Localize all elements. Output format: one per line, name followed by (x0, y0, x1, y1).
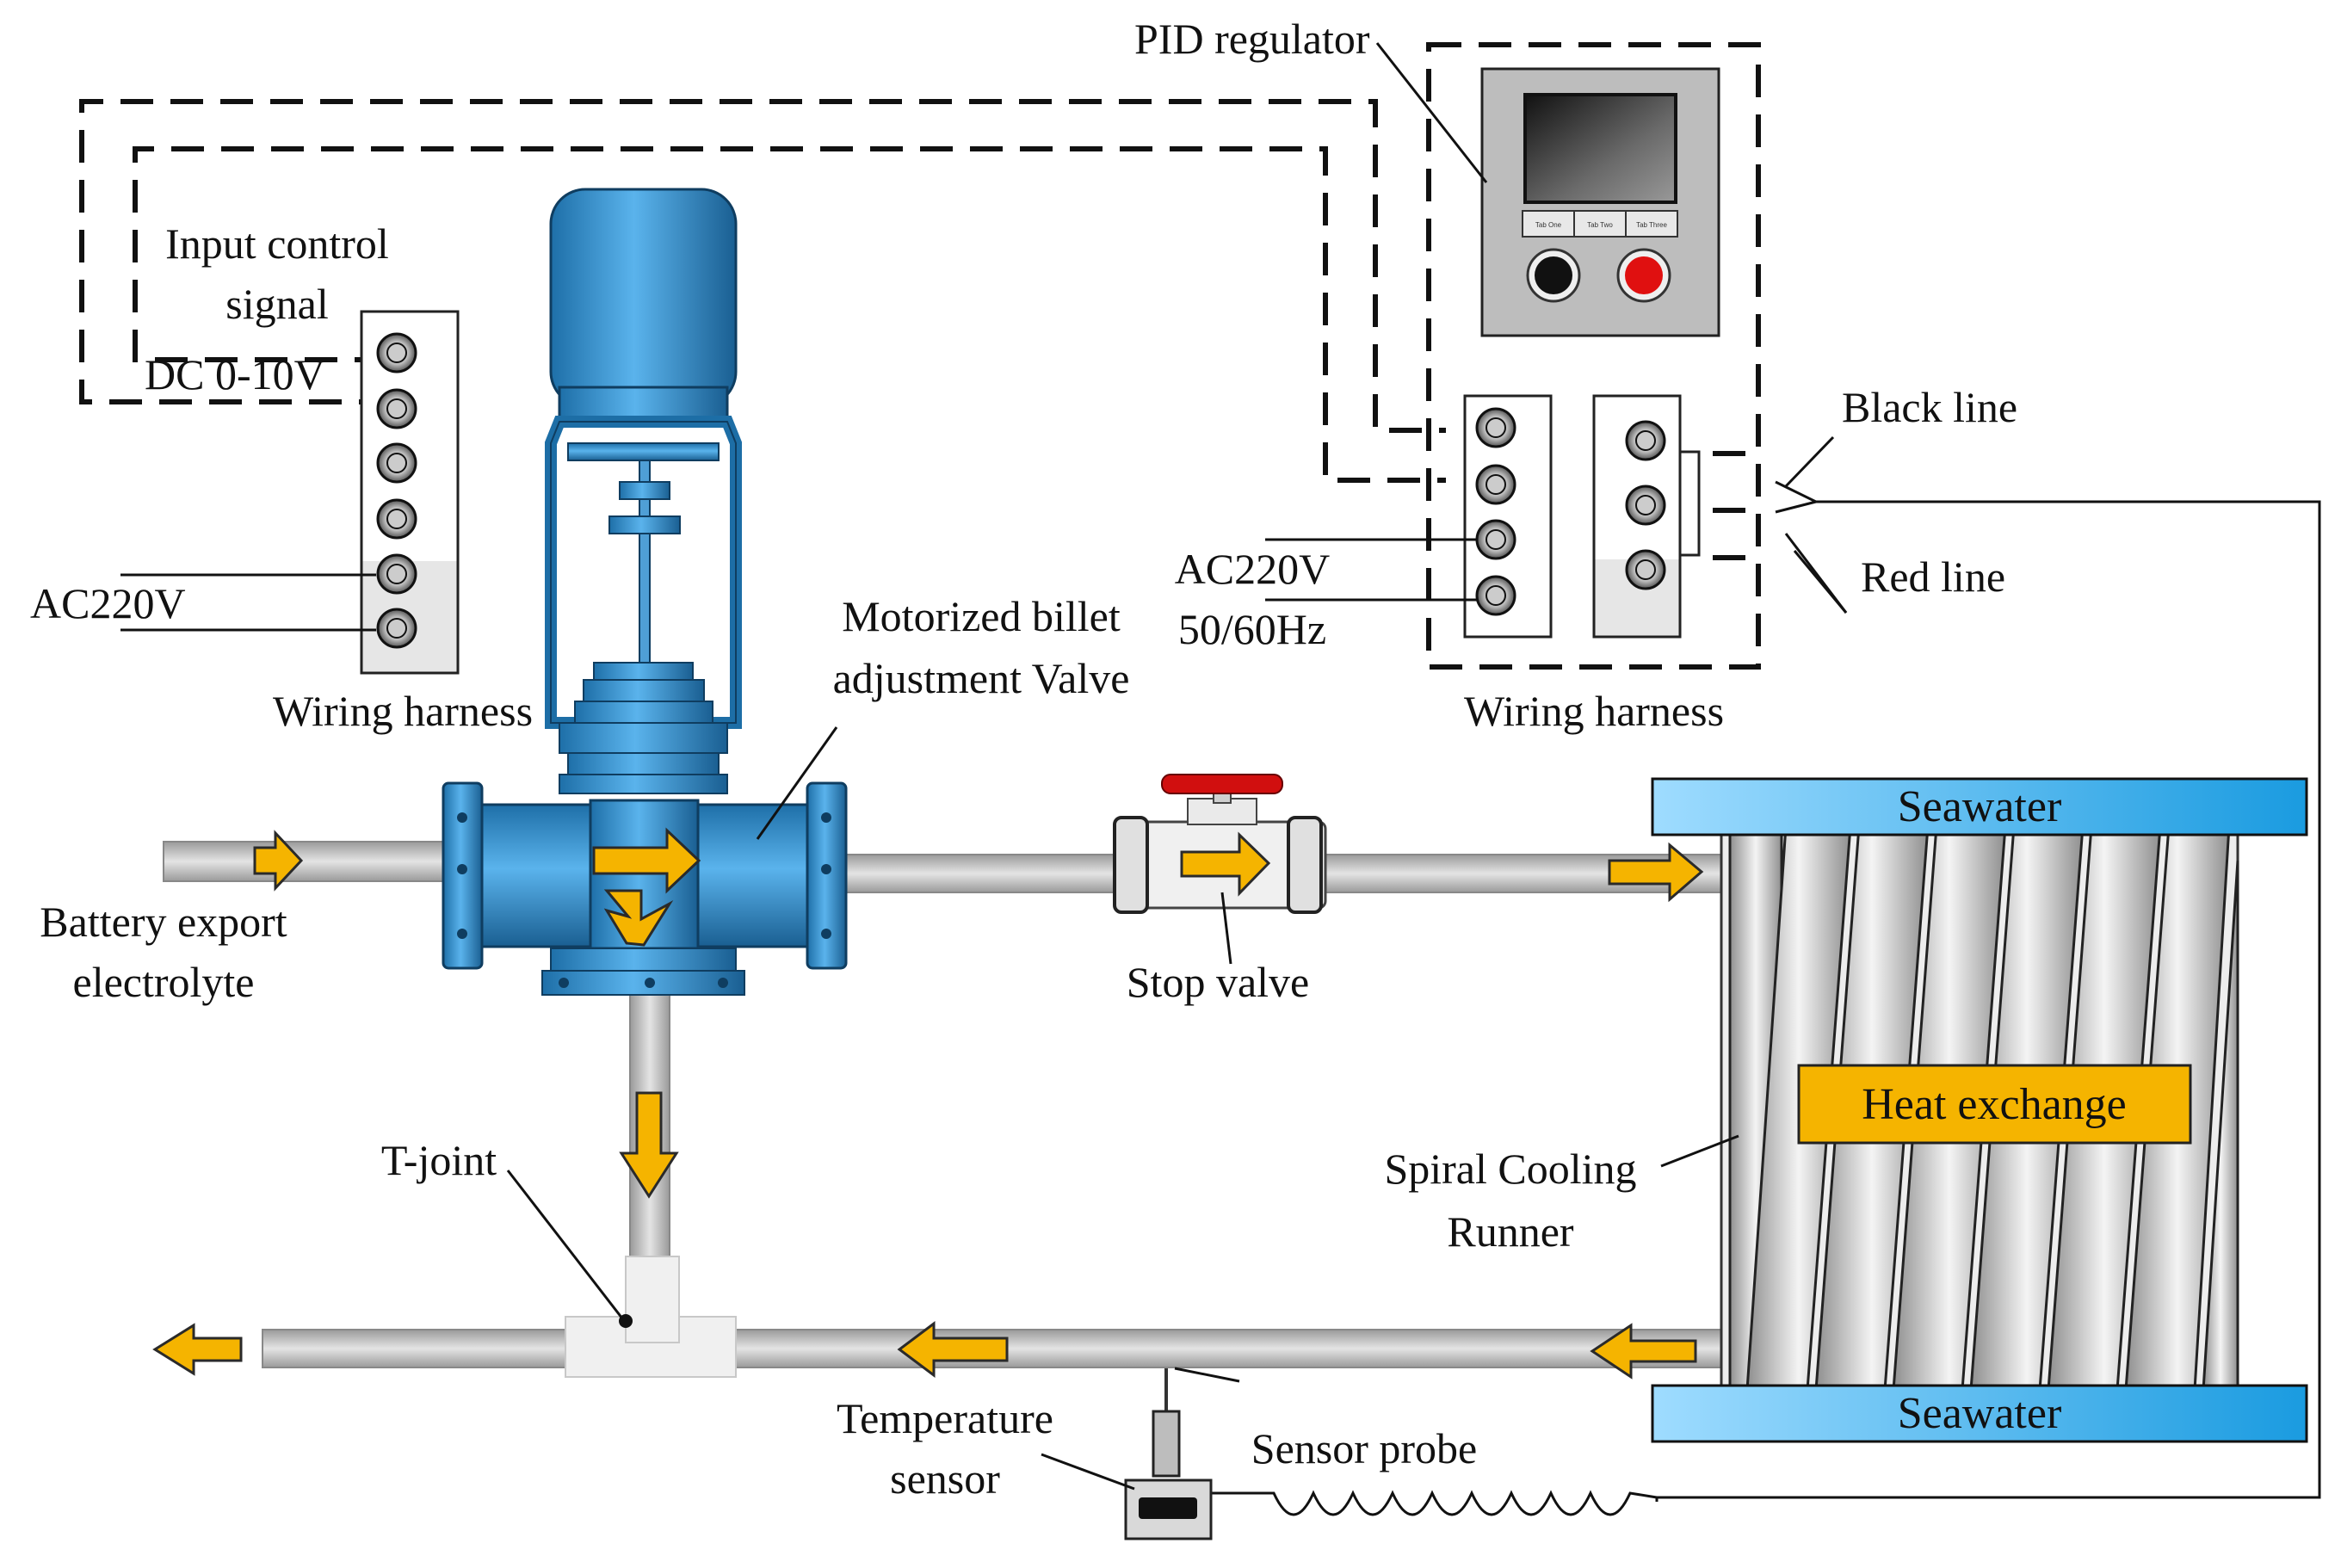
wiring-harness-left (120, 310, 460, 675)
label-temp-sensor-2: sensor (890, 1454, 1000, 1503)
label-spiral-2: Runner (1447, 1207, 1574, 1256)
label-seawater-top: Seawater (1898, 782, 2062, 831)
flow-arrow-outlet (152, 1323, 243, 1376)
wiring-harness-right (1265, 394, 1701, 639)
pid-screen (1523, 93, 1677, 204)
label-wiring-harness-left: Wiring harness (273, 687, 533, 735)
motorized-valve (442, 188, 848, 996)
seawater-top-bar (1651, 777, 2308, 836)
label-wiring-harness-right: Wiring harness (1464, 687, 1724, 735)
stop-valve-handle (1161, 774, 1283, 794)
leader-lines (506, 42, 1848, 1491)
flow-arrow-down (619, 1091, 679, 1199)
label-dc-range: DC 0-10V (145, 350, 325, 398)
t-joint (565, 1256, 737, 1378)
label-temp-sensor-1: Temperature (837, 1394, 1053, 1442)
label-sensor-probe: Sensor probe (1251, 1424, 1477, 1472)
flow-arrow-stop-valve (1180, 831, 1271, 897)
label-ac220v-right: AC220V (1175, 545, 1331, 593)
pid-enclosure (1426, 42, 1761, 670)
flow-arrow-to-exchanger (1608, 842, 1704, 903)
pid-tab-one[interactable]: Tab One (1535, 221, 1562, 229)
pid-black-button[interactable] (1535, 256, 1572, 294)
text-labels: PID regulator Input control signal DC 0-… (30, 15, 2127, 1503)
label-input-control-2: signal (225, 280, 328, 328)
valve-flange-left (442, 781, 484, 970)
label-seawater-bottom: Seawater (1898, 1389, 2062, 1438)
pipe-valve-to-stop (834, 854, 1128, 893)
label-t-joint: T-joint (381, 1136, 497, 1184)
pipes (163, 841, 1726, 1368)
label-spiral-1: Spiral Cooling (1384, 1145, 1636, 1193)
pid-red-button[interactable] (1625, 256, 1663, 294)
label-input-control-1: Input control (165, 219, 389, 268)
seawater-bottom-bar (1651, 1384, 2308, 1443)
flow-arrow-valve-through (592, 827, 701, 894)
heat-exchanger (1651, 777, 2308, 1443)
valve-flange-right (806, 781, 848, 970)
pid-regulator: Tab One Tab Two Tab Three (1480, 67, 1720, 337)
stop-valve (1113, 774, 1327, 914)
label-heat-exchange: Heat exchange (1862, 1080, 2126, 1129)
label-red-line: Red line (1861, 553, 2005, 601)
flow-arrow-inlet (253, 830, 304, 892)
label-motorized-valve-1: Motorized billet (842, 592, 1121, 640)
flow-arrow-from-exchanger (1590, 1323, 1697, 1380)
label-black-line: Black line (1842, 383, 2017, 431)
label-pid-regulator: PID regulator (1134, 15, 1370, 63)
sensor-wiring (1211, 480, 2321, 1516)
label-battery-1: Battery export (40, 898, 287, 946)
control-signal-lines (79, 42, 1761, 670)
label-battery-2: electrolyte (73, 958, 255, 1006)
label-ac220v-left: AC220V (30, 579, 186, 627)
flow-arrows (152, 827, 1704, 1380)
label-freq-right: 50/60Hz (1178, 605, 1326, 653)
flow-arrow-valve-down (603, 889, 674, 947)
temperature-sensor (1124, 1368, 1213, 1540)
label-stop-valve: Stop valve (1127, 958, 1309, 1006)
heat-exchange-box (1797, 1064, 2192, 1145)
valve-motor (549, 188, 738, 408)
terminal-column-left (376, 332, 417, 649)
flow-arrow-return (897, 1321, 1009, 1378)
inlet-pipe (163, 841, 457, 882)
label-motorized-valve-2: adjustment Valve (833, 654, 1130, 702)
pid-tab-three[interactable]: Tab Three (1636, 221, 1667, 229)
pid-tab-two[interactable]: Tab Two (1587, 221, 1613, 229)
